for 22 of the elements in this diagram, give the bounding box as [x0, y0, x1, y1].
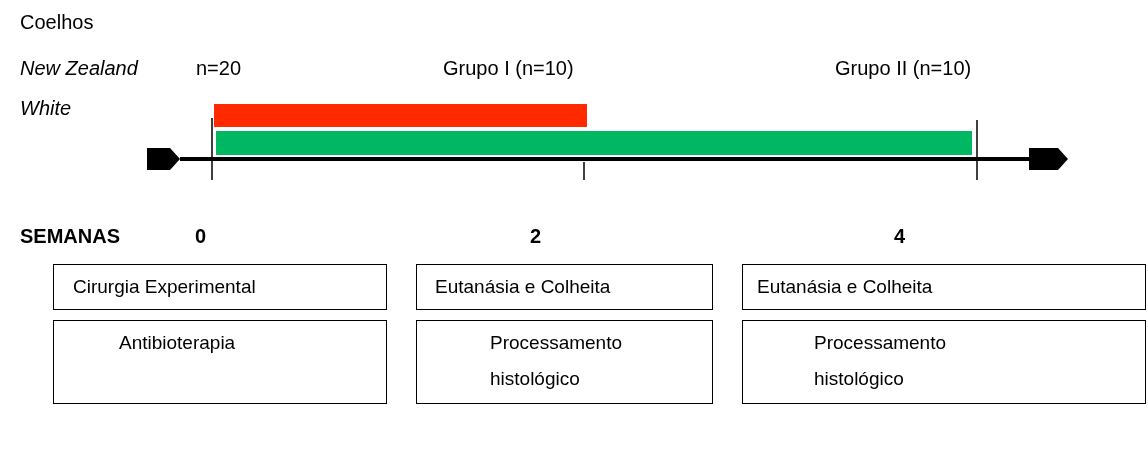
step-text: Eutanásia e Colheita [435, 275, 612, 299]
text-label: New Zealand [20, 56, 138, 80]
step-text: Cirurgia Experimental [73, 275, 257, 299]
step-text: Antibioterapia [119, 331, 237, 355]
week-number: 0 [195, 224, 207, 248]
step-text: Processamento histológico [814, 331, 947, 391]
step-text: Processamento histológico [490, 331, 623, 391]
step-text: Eutanásia e Colheita [757, 275, 934, 299]
week-number: 4 [894, 224, 906, 248]
step-box [742, 264, 1146, 310]
step-box [416, 264, 713, 310]
step-box [53, 264, 387, 310]
step-box [742, 320, 1146, 404]
text-label: Coelhos [20, 10, 94, 34]
step-box [416, 320, 713, 404]
step-box [53, 320, 387, 404]
text-label: White [20, 96, 72, 120]
text-label: Grupo I (n=10) [443, 56, 574, 80]
week-number: 2 [530, 224, 542, 248]
text-label: n=20 [196, 56, 242, 80]
axis-title: SEMANAS [20, 224, 120, 248]
text-label: Grupo II (n=10) [835, 56, 972, 80]
